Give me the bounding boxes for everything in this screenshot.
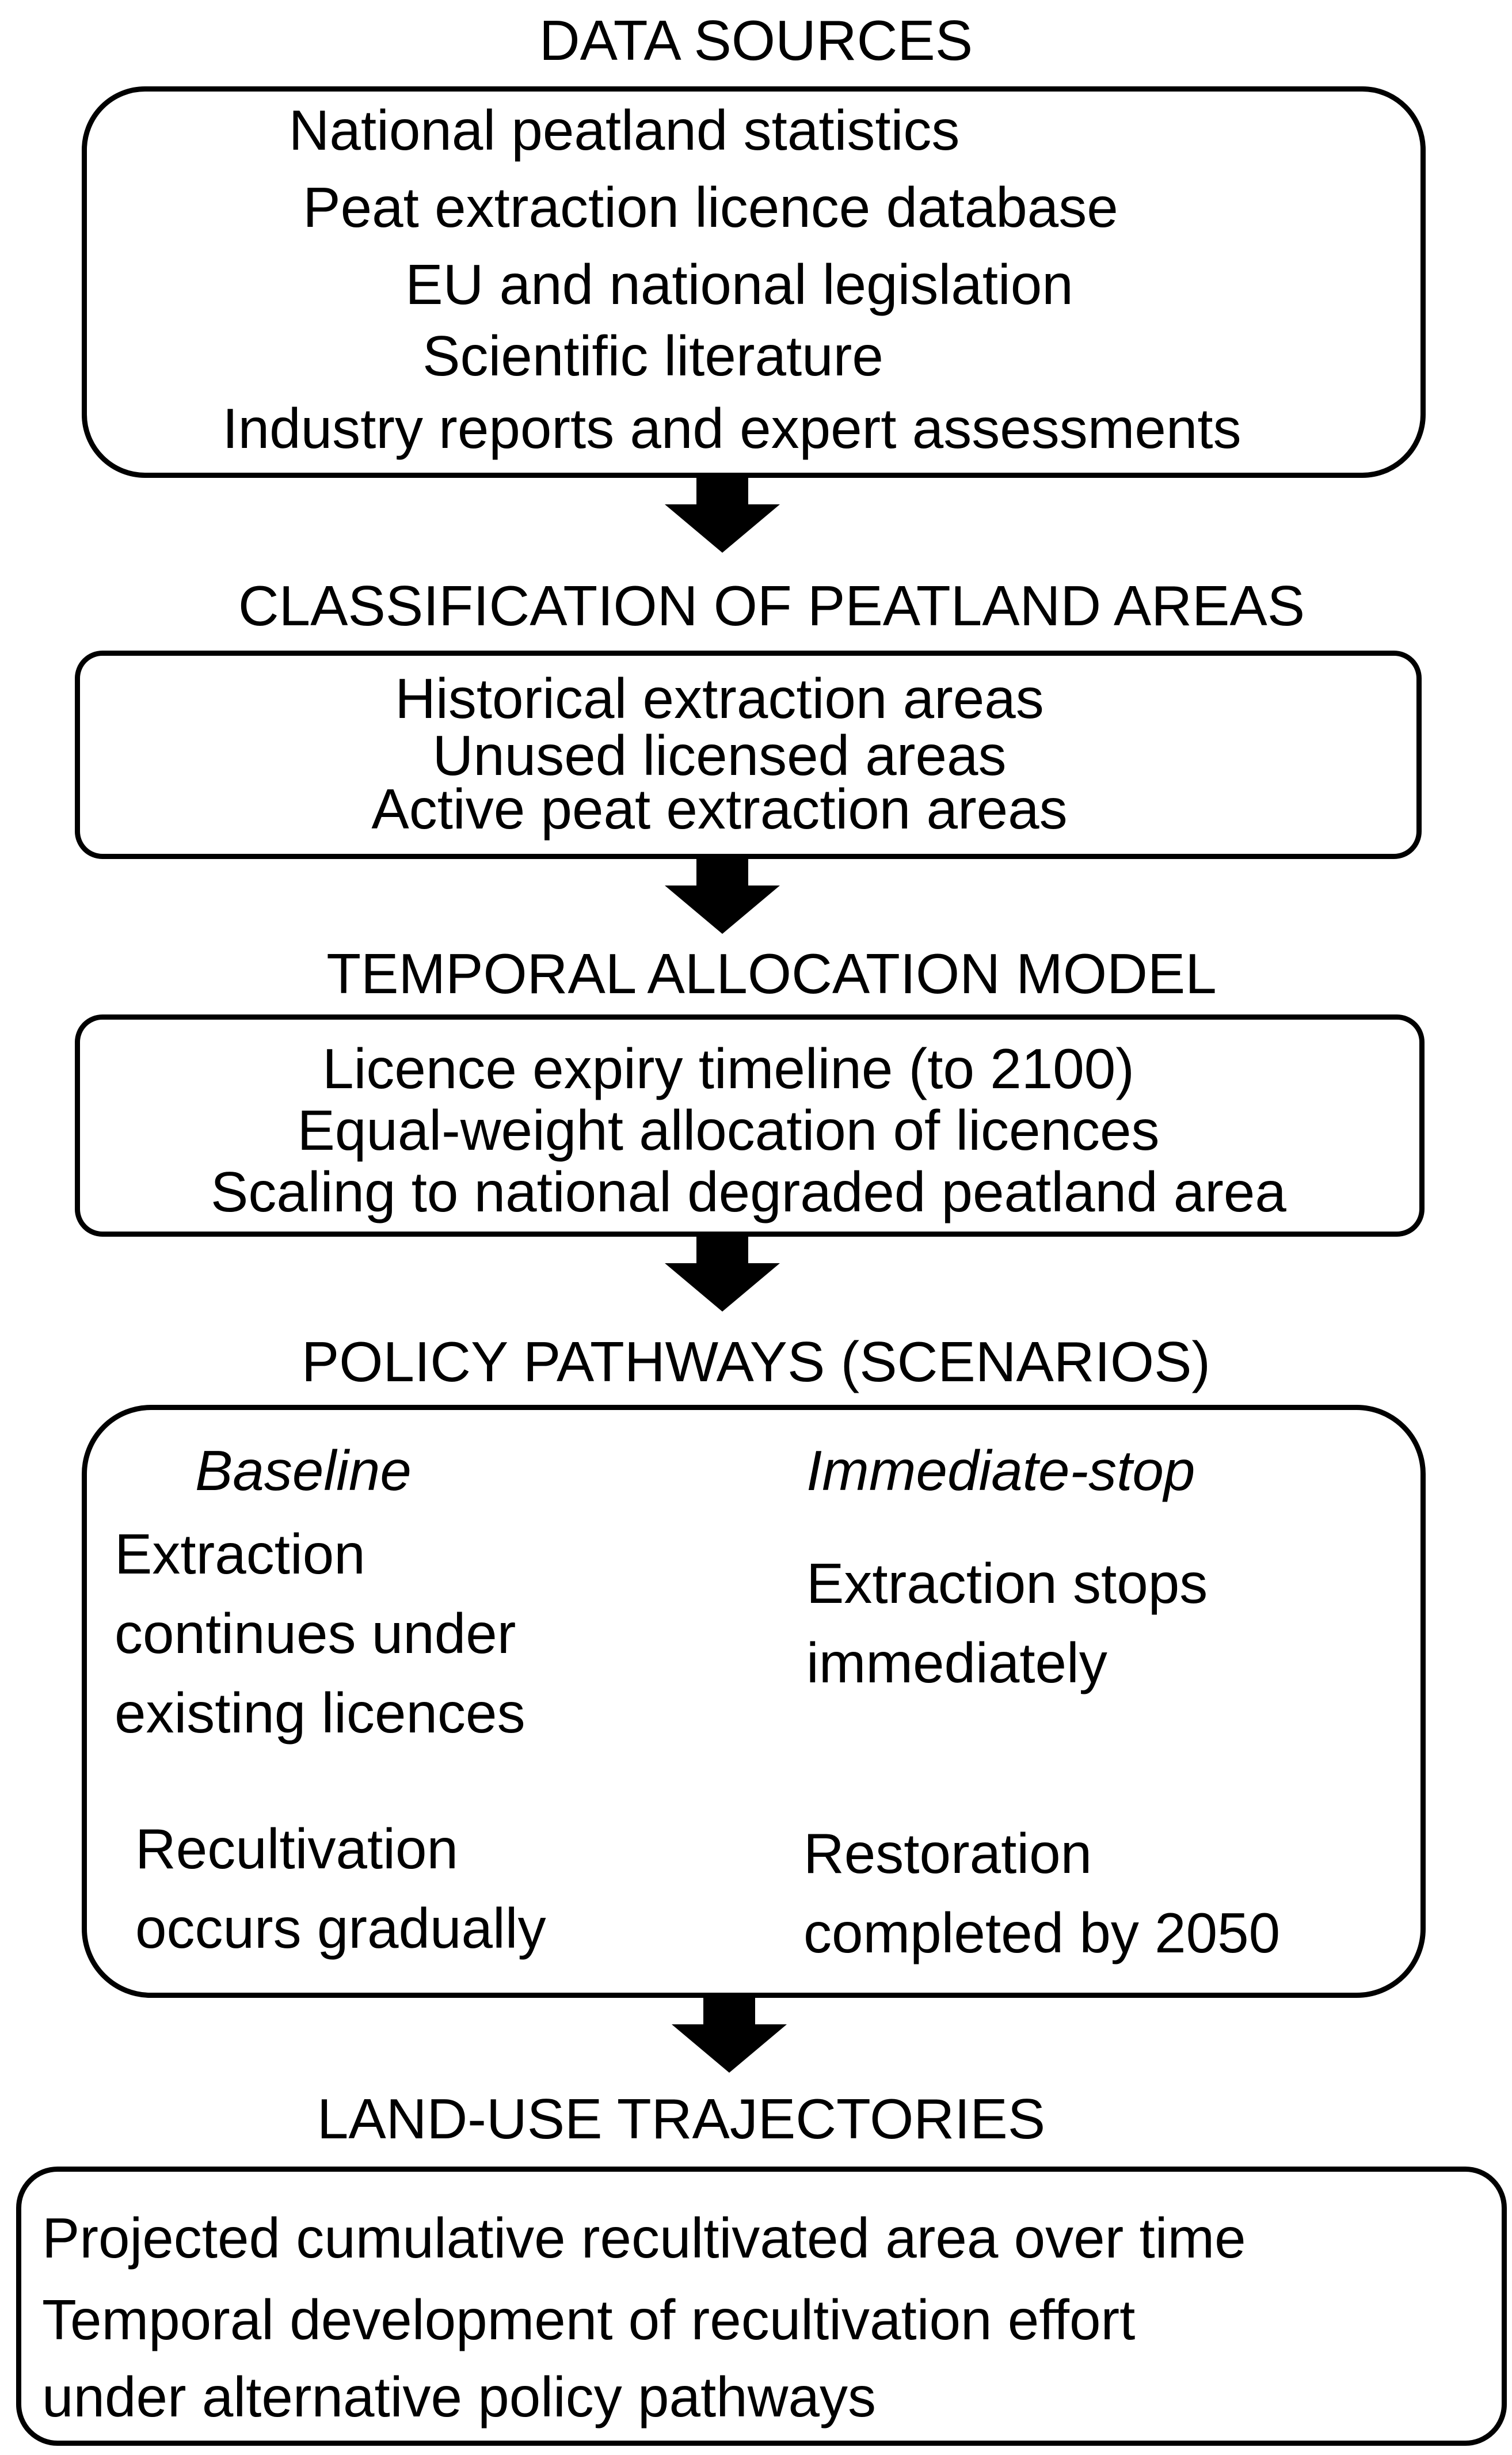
baseline-scenario-title: Baseline [195,1439,412,1502]
trajectory-output-line: Temporal development of recultivation ef… [42,2288,1136,2351]
immediate-stop-extraction-line: immediately [806,1631,1107,1694]
trajectory-output-line: under alternative policy pathways [42,2365,877,2429]
baseline-extraction-line: Extraction [115,1522,365,1586]
peatland-area-type: Historical extraction areas [395,667,1044,730]
baseline-extraction-line: continues under [115,1602,516,1665]
land-use-trajectories-heading: LAND-USE TRAJECTORIES [317,2087,1046,2150]
data-sources-box: National peatland statistics Peat extrac… [82,86,1426,478]
data-source-item: Peat extraction licence database [303,176,1118,239]
model-step: Scaling to national degraded peatland ar… [211,1160,1286,1223]
data-source-item: National peatland statistics [288,98,960,162]
model-step: Licence expiry timeline (to 2100) [322,1037,1134,1100]
baseline-extraction-line: existing licences [115,1681,525,1745]
data-sources-heading: DATA SOURCES [539,9,973,72]
immediate-stop-restoration-line: completed by 2050 [803,1901,1281,1964]
down-arrow-icon [665,1237,780,1312]
down-arrow-icon [665,859,780,934]
down-arrow-icon [672,1998,787,2073]
baseline-recultivation-line: Recultivation [135,1817,459,1880]
immediate-stop-scenario-title: Immediate-stop [806,1439,1195,1502]
down-arrow-icon [665,478,780,553]
baseline-recultivation-line: occurs gradually [135,1897,546,1960]
data-source-item: EU and national legislation [405,253,1073,316]
temporal-model-heading: TEMPORAL ALLOCATION MODEL [326,942,1217,1005]
model-step: Equal-weight allocation of licences [297,1099,1160,1162]
immediate-stop-extraction-line: Extraction stops [806,1552,1208,1615]
immediate-stop-restoration-line: Restoration [803,1822,1092,1885]
policy-pathways-box: Baseline Immediate-stop Extraction conti… [82,1405,1426,1998]
classification-box: Historical extraction areas Unused licen… [75,651,1422,859]
peatland-area-type: Active peat extraction areas [371,777,1068,841]
land-use-trajectories-box: Projected cumulative recultivated area o… [16,2167,1507,2446]
data-source-item: Scientific literature [422,324,883,387]
policy-pathways-heading: POLICY PATHWAYS (SCENARIOS) [301,1330,1211,1393]
trajectory-output-line: Projected cumulative recultivated area o… [42,2206,1246,2270]
classification-heading: CLASSIFICATION OF PEATLAND AREAS [238,574,1305,637]
peatland-area-type: Unused licensed areas [432,724,1007,787]
data-source-item: Industry reports and expert assessments [222,397,1241,460]
temporal-model-box: Licence expiry timeline (to 2100) Equal-… [75,1014,1425,1237]
